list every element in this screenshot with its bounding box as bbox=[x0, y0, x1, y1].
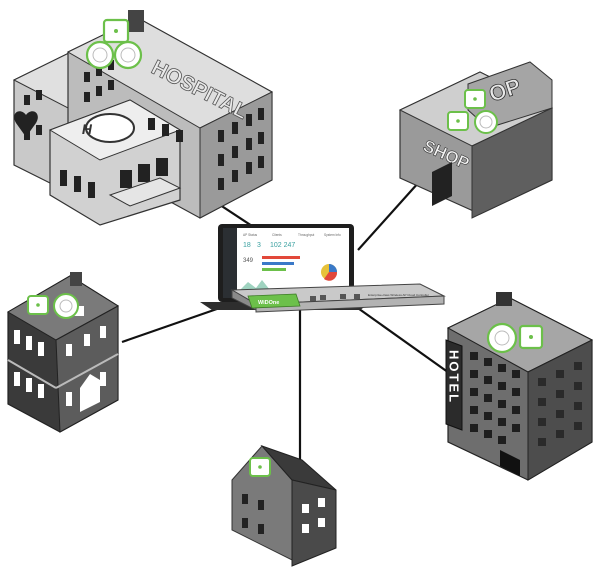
cloud-controller: WiDOne Enterprise-class Wireless AP Clou… bbox=[230, 283, 446, 313]
access-point-icon bbox=[85, 40, 115, 70]
chimney-icon bbox=[496, 292, 512, 306]
townhouse-windows bbox=[14, 306, 106, 406]
access-point-icon bbox=[464, 89, 486, 109]
access-point-icon bbox=[486, 322, 518, 354]
helipad-icon bbox=[85, 113, 135, 143]
access-point-icon bbox=[27, 295, 49, 315]
controller-brand: WiDOne bbox=[258, 300, 279, 306]
house-windows bbox=[242, 494, 264, 534]
hotel-sign-panel: HOTEL bbox=[445, 339, 463, 431]
svg-text:AP Status: AP Status bbox=[243, 233, 258, 237]
hospital-building: H HOSPITAL bbox=[12, 10, 274, 226]
access-point-icon bbox=[447, 111, 469, 131]
svg-text:349: 349 bbox=[243, 258, 254, 264]
laptop: AP Status Clients Throughput System Info… bbox=[200, 224, 372, 310]
access-point-icon bbox=[474, 110, 498, 134]
chimney-icon bbox=[128, 10, 144, 32]
heart-icon bbox=[14, 111, 38, 137]
controller-ports bbox=[310, 294, 360, 301]
controller-model-label: Enterprise-class Wireless AP Cloud Contr… bbox=[368, 293, 429, 297]
access-point-icon bbox=[113, 40, 143, 70]
svg-text:Throughput: Throughput bbox=[298, 233, 314, 237]
hotel-sign: HOTEL bbox=[447, 350, 462, 404]
svg-text:3: 3 bbox=[257, 242, 261, 249]
access-point-icon bbox=[102, 18, 130, 44]
townhouse-building bbox=[7, 272, 119, 433]
hotel-windows bbox=[470, 352, 520, 444]
house-side-windows bbox=[302, 498, 325, 533]
hotel-building: HOTEL bbox=[445, 292, 594, 481]
access-point-icon bbox=[53, 293, 79, 319]
hospital-windows bbox=[24, 60, 264, 198]
dashboard-headers: AP Status Clients Throughput System Info bbox=[243, 233, 341, 237]
svg-text:System Info: System Info bbox=[324, 233, 341, 237]
access-point-icon bbox=[518, 324, 544, 350]
dashboard-numbers: 18 3 102 247 349 bbox=[243, 242, 295, 264]
house-building bbox=[231, 444, 337, 567]
svg-text:102 247: 102 247 bbox=[270, 242, 295, 249]
svg-text:Clients: Clients bbox=[272, 233, 282, 237]
dashboard-sidebar bbox=[223, 228, 237, 298]
line-to-hotel bbox=[354, 305, 453, 376]
connection-lines bbox=[121, 171, 453, 478]
helipad-letter: H bbox=[81, 121, 94, 137]
access-point-icon bbox=[249, 457, 271, 477]
chimney-icon bbox=[70, 272, 82, 286]
hotel-side-windows bbox=[538, 362, 582, 446]
shop-building: OP SHOP bbox=[398, 61, 554, 219]
controller-green-panel bbox=[247, 293, 301, 309]
svg-text:18: 18 bbox=[243, 242, 251, 249]
